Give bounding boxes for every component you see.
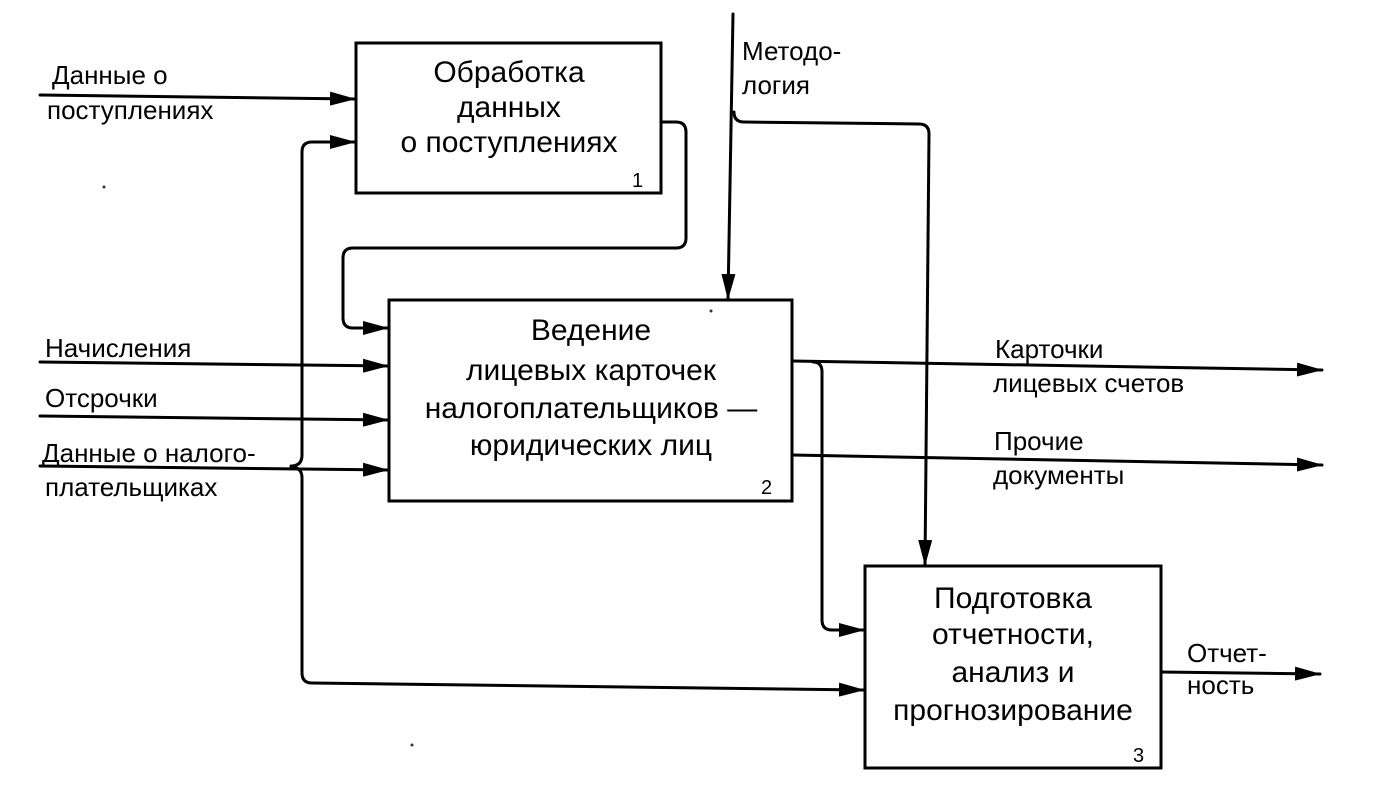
label-other-docs-line-2: документы: [993, 460, 1124, 490]
box-2-title-line-3: налогоплательщиков —: [425, 392, 758, 425]
label-methodology-line-2: логия: [742, 70, 810, 100]
activity-box-1: Обработка данных о поступлениях 1: [354, 41, 663, 195]
arrow-taxpayers-to-box1: [289, 135, 357, 468]
activity-box-3: Подготовка отчетности, анализ и прогнози…: [863, 564, 1163, 770]
label-report-line-1: Отчет-: [1187, 638, 1267, 668]
arrow-report-output: [1159, 666, 1322, 681]
arrow-receipts-input: [38, 91, 357, 106]
label-other-docs-line-1: Прочие: [994, 426, 1084, 456]
box-3-number: 3: [1133, 745, 1144, 767]
label-deferrals: Отсрочки: [45, 383, 158, 413]
arrow-methodology-to-box3: [732, 110, 933, 567]
scan-speck: [709, 309, 713, 313]
arrow-deferrals-input: [38, 412, 390, 427]
box-3-title-line-2: отчетности,: [932, 618, 1094, 651]
label-taxpayers-line-1: Данные о налого-: [42, 438, 256, 468]
box-1-title-line-2: данных: [457, 91, 561, 124]
box-3-title-line-1: Подготовка: [934, 582, 1092, 615]
arrow-taxpayers-to-box3: [289, 465, 866, 697]
arrow-other-docs-output: [790, 453, 1324, 472]
arrow-box1-to-box2: [341, 120, 688, 335]
activity-box-2: Ведение лицевых карточек налогоплательщи…: [387, 298, 794, 503]
box-1-title-line-1: Обработка: [433, 56, 585, 89]
arrow-accruals-input: [38, 358, 390, 373]
scan-speck: [410, 743, 414, 747]
label-cards-line-2: лицевых счетов: [993, 368, 1184, 398]
label-report-line-2: ность: [1187, 670, 1254, 700]
label-cards-line-1: Карточки: [995, 334, 1103, 364]
label-taxpayers-line-2: плательщиках: [45, 472, 217, 502]
box-1-number: 1: [632, 170, 643, 192]
box-2-number: 2: [761, 477, 772, 499]
arrow-cards-output: [790, 359, 1324, 377]
scan-speck: [102, 185, 106, 189]
arrow-taxpayers-input: [38, 462, 390, 477]
box-2-title-line-2: лицевых карточек: [466, 354, 717, 387]
box-2-title-line-4: юридических лиц: [470, 429, 712, 462]
arrow-cards-to-box3: [811, 360, 866, 637]
arrow-methodology-control: [721, 12, 736, 301]
label-methodology-line-1: Методо-: [742, 36, 841, 66]
label-accruals: Начисления: [45, 333, 191, 363]
box-3-title-line-4: прогнозирование: [893, 694, 1133, 727]
box-3-title-line-3: анализ и: [951, 656, 1074, 689]
box-2-title-line-1: Ведение: [531, 314, 651, 347]
label-receipts-line-2: поступлениях: [47, 95, 213, 125]
box-1-title-line-3: о поступлениях: [400, 126, 617, 159]
label-receipts-line-1: Данные о: [52, 60, 168, 90]
